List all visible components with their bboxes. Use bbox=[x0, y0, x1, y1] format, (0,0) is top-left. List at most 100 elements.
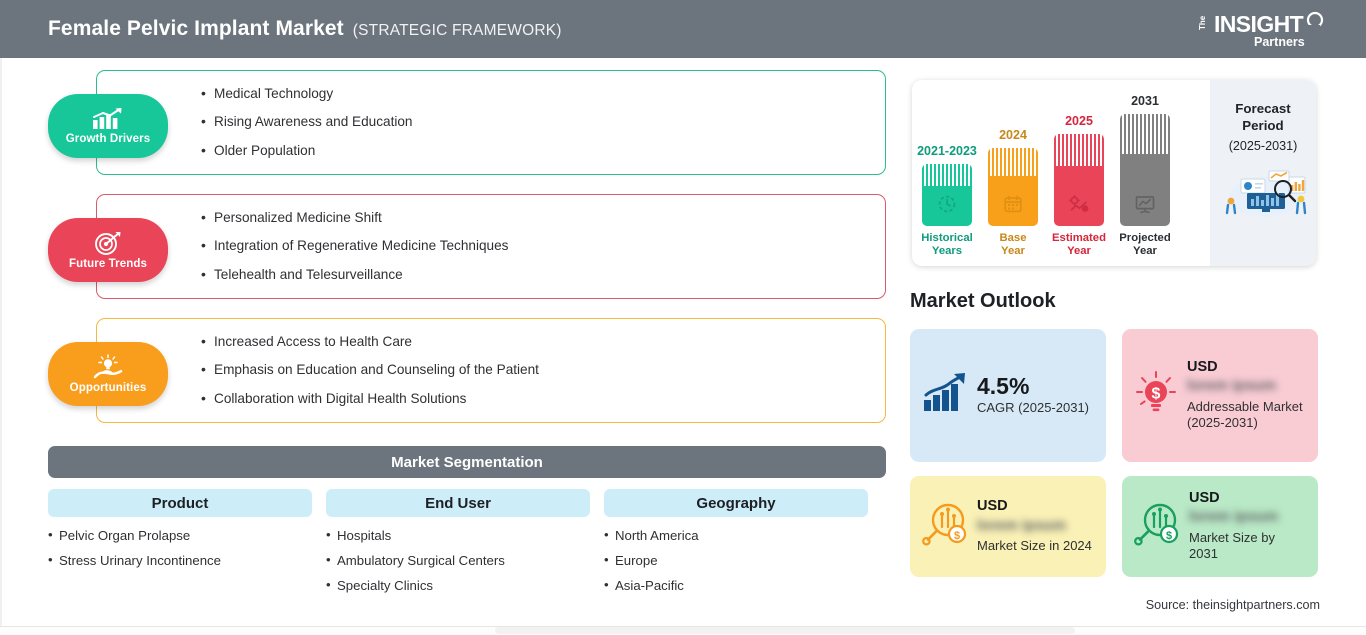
analytics-dashboard-illustration bbox=[1215, 163, 1311, 224]
presentation-chart-icon bbox=[1135, 194, 1156, 219]
card-value-blurred: lorem ipsum bbox=[1189, 508, 1279, 526]
segmentation-column-product: Product Pelvic Organ Prolapse Stress Uri… bbox=[48, 489, 312, 604]
timeline-year: 2024 bbox=[999, 128, 1027, 142]
svg-text:The: The bbox=[1198, 15, 1207, 30]
page-left-edge bbox=[0, 58, 2, 635]
growth-drivers-list: Medical Technology Rising Awareness and … bbox=[201, 86, 885, 158]
page-header: Female Pelvic Implant Market (STRATEGIC … bbox=[0, 0, 1366, 58]
bar-chart-growth-icon bbox=[91, 107, 125, 131]
card-market-size-2024[interactable]: $ USD lorem ipsum Market Size in 2024 bbox=[910, 476, 1106, 577]
svg-text:Partners: Partners bbox=[1254, 35, 1305, 49]
badge-opportunities[interactable]: Opportunities bbox=[48, 342, 168, 406]
card-text: USD lorem ipsum Market Size in 2024 bbox=[977, 497, 1094, 555]
segmentation-column-geography: Geography North America Europe Asia-Paci… bbox=[604, 489, 868, 604]
card-value-blurred: lorem ipsum bbox=[1187, 377, 1277, 395]
segmentation-column-end-user: End User Hospitals Ambulatory Surgical C… bbox=[326, 489, 590, 604]
list-item: Older Population bbox=[201, 143, 885, 158]
forecast-range: (2025-2031) bbox=[1228, 138, 1298, 153]
insight-partners-logo[interactable]: The INSIGHT Partners bbox=[1196, 8, 1326, 50]
badge-growth-drivers[interactable]: Growth Drivers bbox=[48, 94, 168, 158]
card-currency: USD bbox=[1187, 358, 1218, 375]
column-list: Hospitals Ambulatory Surgical Centers Sp… bbox=[326, 528, 590, 593]
list-item: Stress Urinary Incontinence bbox=[48, 553, 312, 568]
column-header: Product bbox=[48, 489, 312, 517]
market-segmentation: Market Segmentation Product Pelvic Organ… bbox=[48, 446, 886, 604]
list-item: Pelvic Organ Prolapse bbox=[48, 528, 312, 543]
outlook-cards: 4.5% CAGR (2025-2031) $ bbox=[910, 329, 1320, 591]
badge-label: Growth Drivers bbox=[65, 133, 151, 145]
list-item: Personalized Medicine Shift bbox=[201, 210, 885, 225]
horizontal-scrollbar-thumb[interactable] bbox=[495, 627, 1075, 634]
column-header: End User bbox=[326, 489, 590, 517]
timeline-year: 2031 bbox=[1131, 94, 1159, 108]
list-item: North America bbox=[604, 528, 868, 543]
svg-text:$: $ bbox=[1152, 386, 1161, 403]
svg-text:$: $ bbox=[954, 530, 960, 542]
page-title: Female Pelvic Implant Market bbox=[48, 17, 344, 40]
list-item: Integration of Regenerative Medicine Tec… bbox=[201, 238, 885, 253]
card-addressable-market[interactable]: $ USD lorem ipsum Addressable Market (20… bbox=[1122, 329, 1318, 462]
segmentation-columns: Product Pelvic Organ Prolapse Stress Uri… bbox=[48, 489, 886, 604]
svg-text:$: $ bbox=[1166, 530, 1172, 542]
lightbulb-in-hand-icon bbox=[91, 354, 125, 380]
opportunities-list: Increased Access to Health Care Emphasis… bbox=[201, 334, 885, 406]
list-item: Telehealth and Telesurveillance bbox=[201, 267, 885, 282]
card-value-blurred: lorem ipsum bbox=[977, 516, 1067, 534]
bar-chart-arrow-up-icon bbox=[922, 372, 968, 419]
list-item: Hospitals bbox=[326, 528, 590, 543]
future-trends-list: Personalized Medicine Shift Integration … bbox=[201, 210, 885, 282]
card-text: USD lorem ipsum Addressable Market (2025… bbox=[1187, 358, 1306, 432]
magnifier-bar-chart-dollar-icon: $ bbox=[1134, 502, 1180, 551]
page-subtitle: (STRATEGIC FRAMEWORK) bbox=[352, 22, 562, 39]
list-item: Asia-Pacific bbox=[604, 578, 868, 593]
timeline-year: 2021-2023 bbox=[917, 144, 977, 158]
column-list: North America Europe Asia-Pacific bbox=[604, 528, 868, 593]
gear-chart-icon bbox=[1068, 194, 1090, 219]
growth-drivers-box: Medical Technology Rising Awareness and … bbox=[96, 70, 886, 175]
opportunities-box: Increased Access to Health Care Emphasis… bbox=[96, 318, 886, 423]
list-item: Medical Technology bbox=[201, 86, 885, 101]
clock-history-icon bbox=[937, 194, 957, 219]
list-item: Rising Awareness and Education bbox=[201, 114, 885, 129]
market-outlook-title: Market Outlook bbox=[910, 290, 1056, 312]
list-item: Emphasis on Education and Counseling of … bbox=[201, 362, 885, 377]
header-title-group: Female Pelvic Implant Market (STRATEGIC … bbox=[48, 17, 562, 41]
card-text: 4.5% CAGR (2025-2031) bbox=[977, 374, 1094, 416]
lightbulb-dollar-icon: $ bbox=[1134, 370, 1178, 421]
card-currency: USD bbox=[977, 497, 1008, 514]
calendar-icon bbox=[1003, 194, 1023, 219]
target-dartboard-icon bbox=[93, 231, 123, 256]
magnifier-bar-chart-dollar-icon: $ bbox=[922, 502, 968, 551]
card-label: CAGR (2025-2031) bbox=[977, 400, 1089, 416]
card-market-size-2031[interactable]: $ USD lorem ipsum Market Size by 2031 bbox=[1122, 476, 1318, 577]
badge-label: Opportunities bbox=[69, 382, 147, 394]
horizontal-scrollbar-track[interactable] bbox=[0, 626, 1366, 635]
left-column: Medical Technology Rising Awareness and … bbox=[0, 58, 905, 635]
list-item: Increased Access to Health Care bbox=[201, 334, 885, 349]
column-list: Pelvic Organ Prolapse Stress Urinary Inc… bbox=[48, 528, 312, 568]
outlook-card-row-1: 4.5% CAGR (2025-2031) $ bbox=[910, 329, 1320, 462]
card-value: 4.5% bbox=[977, 373, 1030, 400]
card-cagr[interactable]: 4.5% CAGR (2025-2031) bbox=[910, 329, 1106, 462]
badge-future-trends[interactable]: Future Trends bbox=[48, 218, 168, 282]
card-label: Market Size in 2024 bbox=[977, 538, 1092, 554]
card-currency: USD bbox=[1189, 489, 1220, 506]
card-text: USD lorem ipsum Market Size by 2031 bbox=[1189, 489, 1306, 563]
list-item: Europe bbox=[604, 553, 868, 568]
outlook-card-row-2: $ USD lorem ipsum Market Size in 2024 bbox=[910, 476, 1320, 577]
card-label: Market Size by 2031 bbox=[1189, 529, 1275, 562]
future-trends-box: Personalized Medicine Shift Integration … bbox=[96, 194, 886, 299]
list-item: Specialty Clinics bbox=[326, 578, 590, 593]
badge-label: Future Trends bbox=[69, 257, 147, 270]
